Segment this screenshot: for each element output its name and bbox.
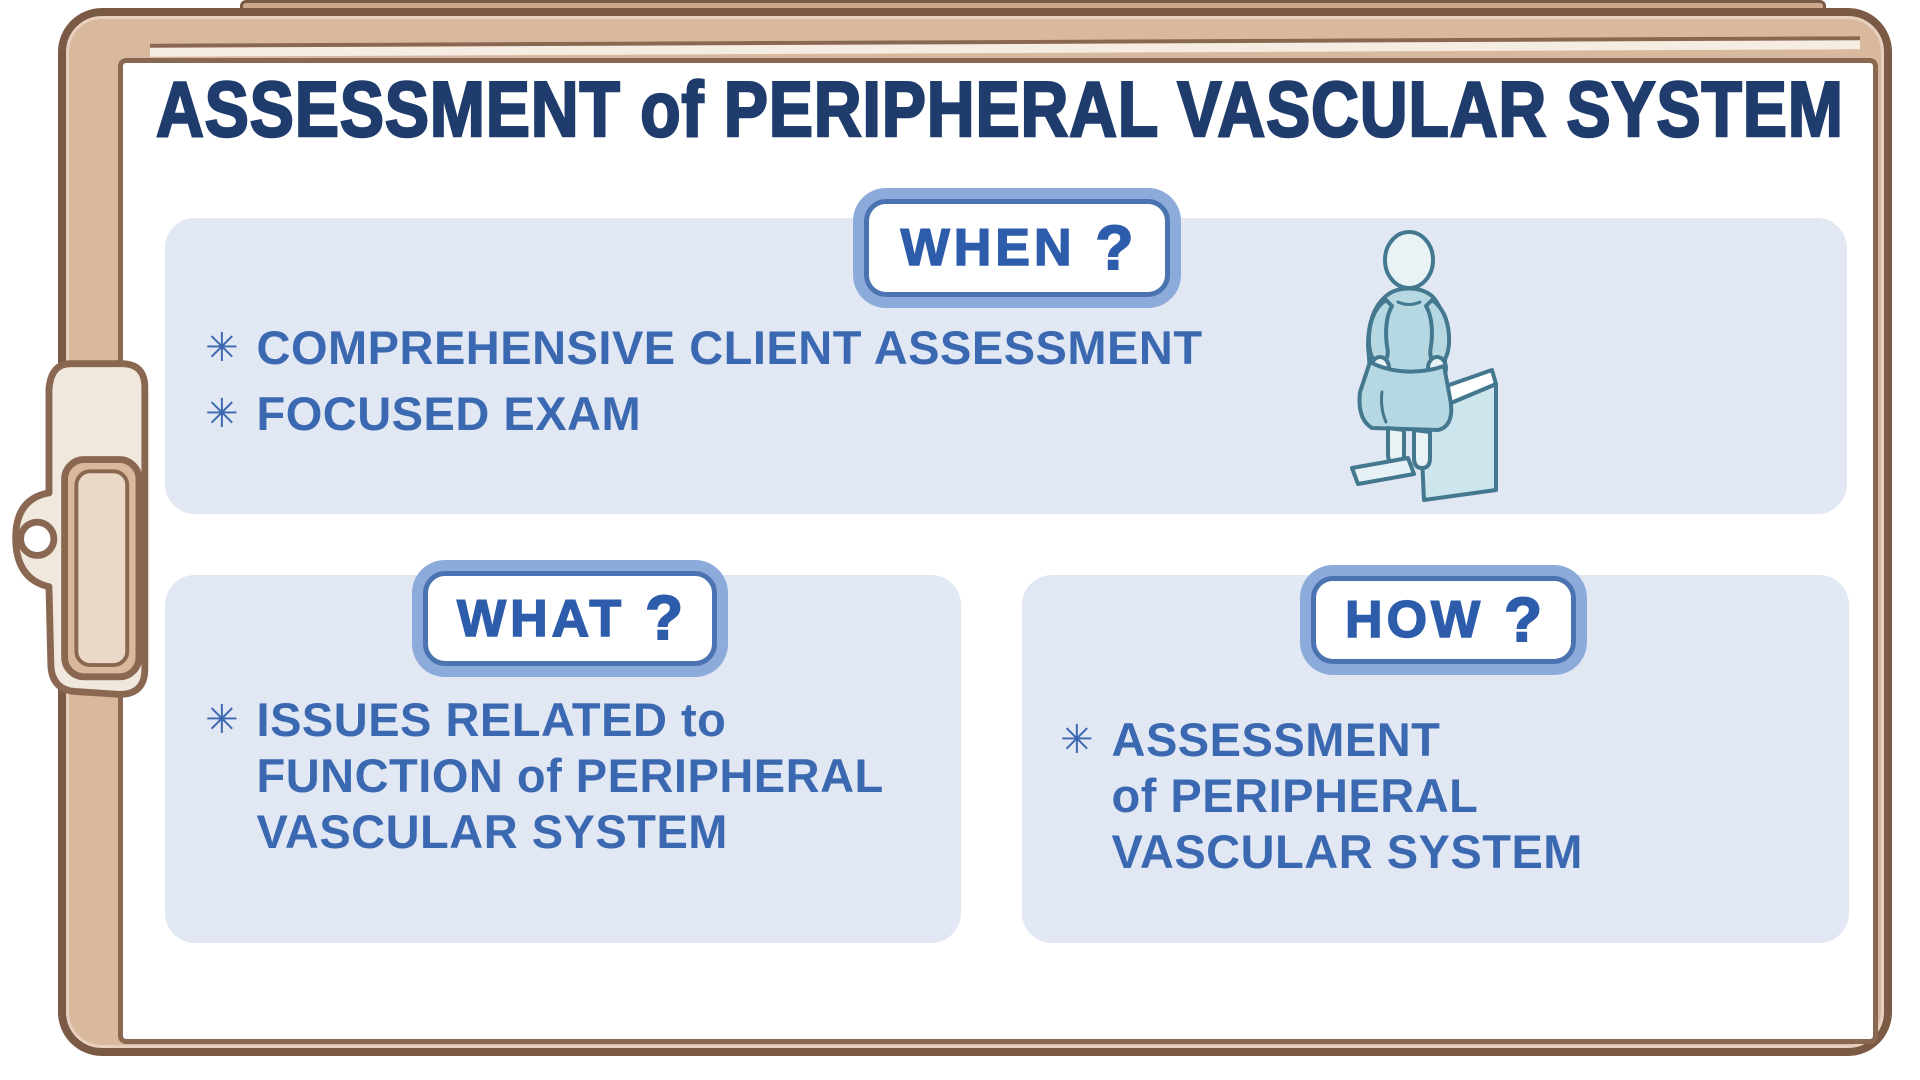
bullet-line: of PERIPHERAL: [1111, 769, 1479, 822]
how-bullet-assessment: ✳ ASSESSMENT of PERIPHERAL VASCULAR SYST…: [1060, 712, 1583, 880]
when-bullet-focused-exam: ✳ FOCUSED EXAM: [205, 386, 641, 442]
question-mark-icon: ?: [1095, 213, 1135, 284]
asterisk-star-icon: ✳: [205, 697, 239, 743]
clipboard-clip-icon: [12, 360, 149, 698]
asterisk-star-icon: ✳: [205, 391, 239, 437]
how-badge: HOW ?: [1311, 576, 1576, 664]
bullet-line: FUNCTION of PERIPHERAL: [256, 749, 884, 802]
patient-on-exam-table-icon: [1350, 230, 1498, 502]
bullet-label: ASSESSMENT of PERIPHERAL VASCULAR SYSTEM: [1112, 712, 1583, 880]
bullet-line: ASSESSMENT: [1111, 713, 1441, 766]
when-badge-label: WHEN: [900, 218, 1076, 278]
bullet-line: VASCULAR SYSTEM: [256, 805, 728, 858]
what-badge-label: WHAT: [456, 589, 626, 649]
bullet-label: COMPREHENSIVE CLIENT ASSESSMENT: [256, 321, 1203, 374]
question-mark-icon: ?: [1503, 585, 1543, 656]
when-badge: WHEN ?: [864, 199, 1170, 297]
asterisk-star-icon: ✳: [205, 325, 239, 371]
what-badge: WHAT ?: [423, 571, 717, 666]
bullet-label: FOCUSED EXAM: [256, 387, 642, 440]
when-bullet-comprehensive: ✳ COMPREHENSIVE CLIENT ASSESSMENT: [205, 320, 1203, 376]
bullet-label: ISSUES RELATED to FUNCTION of PERIPHERAL…: [257, 692, 884, 860]
bullet-line: VASCULAR SYSTEM: [1111, 825, 1583, 878]
page-title: ASSESSMENT of PERIPHERAL VASCULAR SYSTEM: [155, 64, 1844, 154]
bullet-line: ISSUES RELATED to: [256, 693, 727, 746]
how-badge-label: HOW: [1344, 590, 1485, 650]
asterisk-star-icon: ✳: [1060, 717, 1094, 763]
question-mark-icon: ?: [644, 583, 684, 654]
what-bullet-issues: ✳ ISSUES RELATED to FUNCTION of PERIPHER…: [205, 692, 884, 860]
